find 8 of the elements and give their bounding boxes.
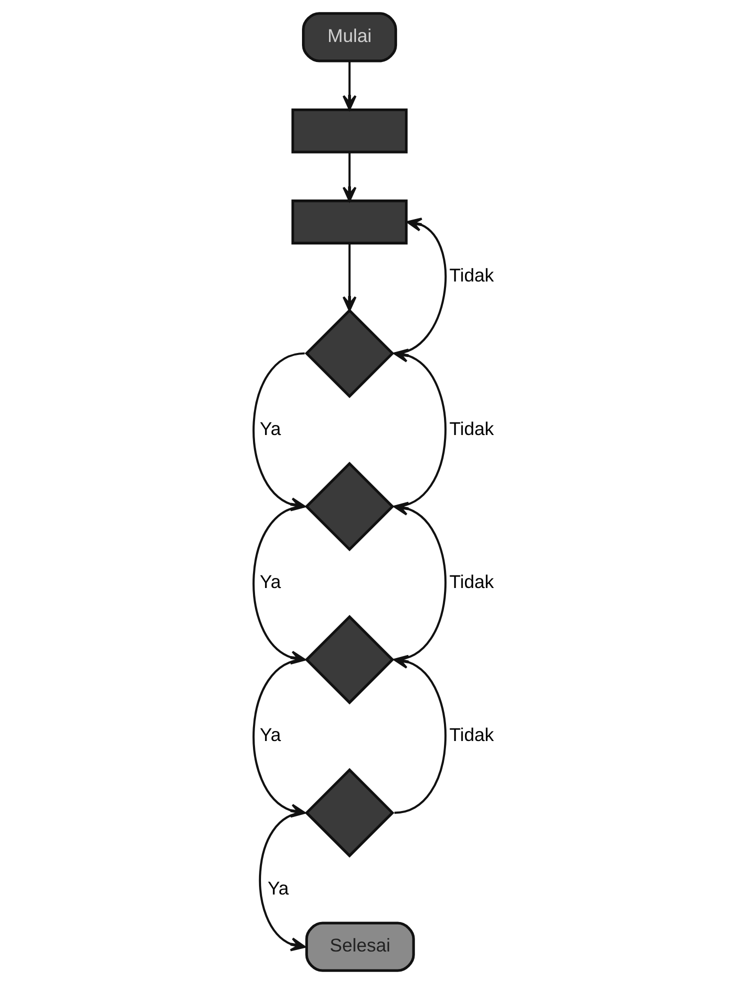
edge-label: Ya — [267, 877, 288, 898]
edge-label: Ya — [259, 724, 280, 746]
edge-label: Tidak — [448, 264, 494, 286]
edge-label: Tidak — [448, 570, 494, 592]
edge-label: Ya — [259, 418, 280, 439]
edge-label: Tidak — [448, 418, 494, 439]
edge-label: Tidak — [448, 724, 494, 746]
edge-label: Ya — [259, 570, 280, 592]
